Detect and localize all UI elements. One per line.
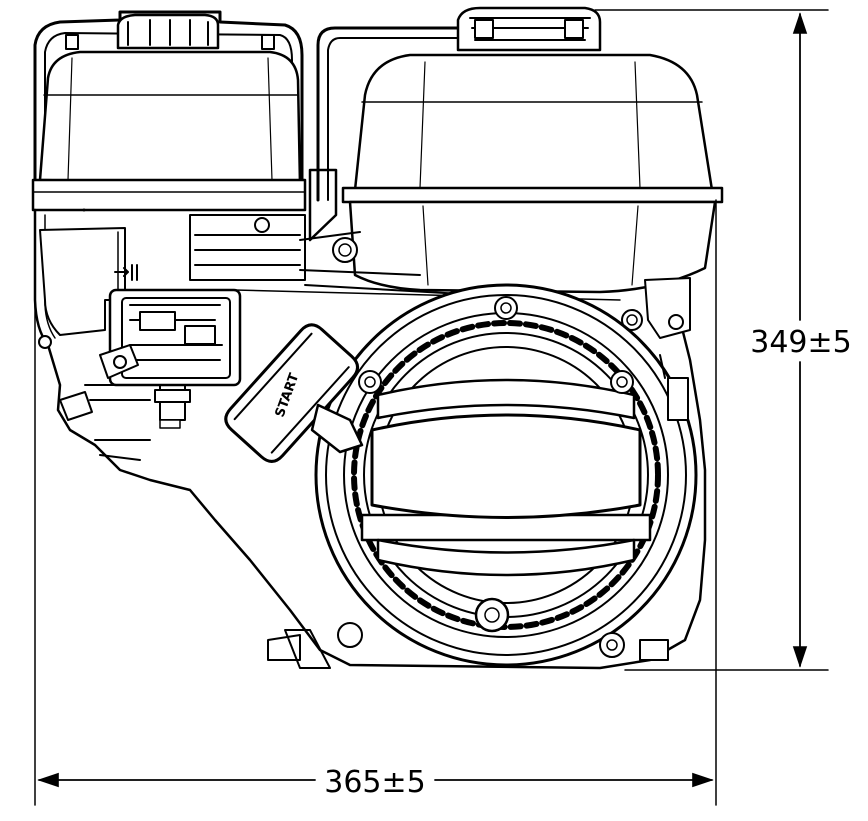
engine-body [33, 208, 707, 670]
recoil-starter [314, 283, 698, 667]
width-dimension: 365±5 [34, 199, 717, 806]
width-label: 365±5 [324, 765, 425, 800]
air-cleaner [31, 10, 307, 212]
height-dimension: 349±5 [594, 9, 860, 671]
height-label: 349±5 [750, 325, 851, 360]
fuel-tank [308, 6, 724, 339]
carburetor [38, 264, 242, 461]
starter-handle[interactable]: START [220, 320, 364, 467]
